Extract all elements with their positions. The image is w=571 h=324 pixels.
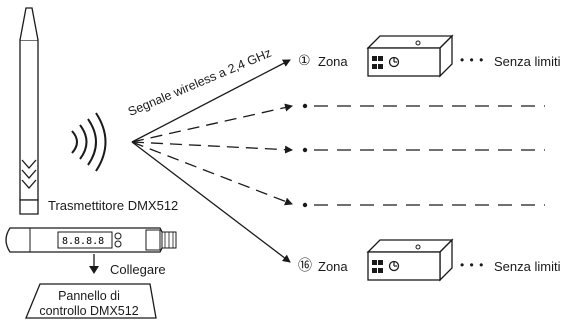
control-panel-line-2: controllo DMX512: [39, 304, 139, 318]
receiver-zone-16: [366, 238, 454, 282]
control-panel-shape: [25, 283, 157, 319]
zone-16-unlimited: Senza limiti: [494, 259, 561, 274]
signal-lines: [131, 59, 293, 263]
zone-16-number: ⑯: [298, 257, 312, 273]
receiver-zone-1: [366, 34, 454, 78]
transmitter-label: Trasmettitore DMX512: [48, 198, 179, 213]
transmitter-device: 8.8.8.8: [5, 227, 177, 253]
connect-arrow: [89, 254, 99, 274]
wireless-waves-icon: [71, 112, 107, 172]
zone-1-dots: • • •: [460, 53, 485, 67]
zone-1-number: ①: [298, 52, 311, 68]
svg-text:8.8.8.8: 8.8.8.8: [62, 236, 104, 247]
connect-label: Collegare: [110, 262, 166, 277]
zone-16-label: Zona: [318, 259, 348, 274]
control-panel-label: Pannello di controllo DMX512: [30, 289, 148, 319]
placeholder-rows: [302, 103, 545, 208]
antenna: [19, 7, 39, 215]
zone-1-label: Zona: [318, 54, 348, 69]
zone-1-unlimited: Senza limiti: [494, 54, 561, 69]
control-panel-line-1: Pannello di: [58, 289, 120, 303]
zone-16-dots: • • •: [460, 258, 485, 272]
